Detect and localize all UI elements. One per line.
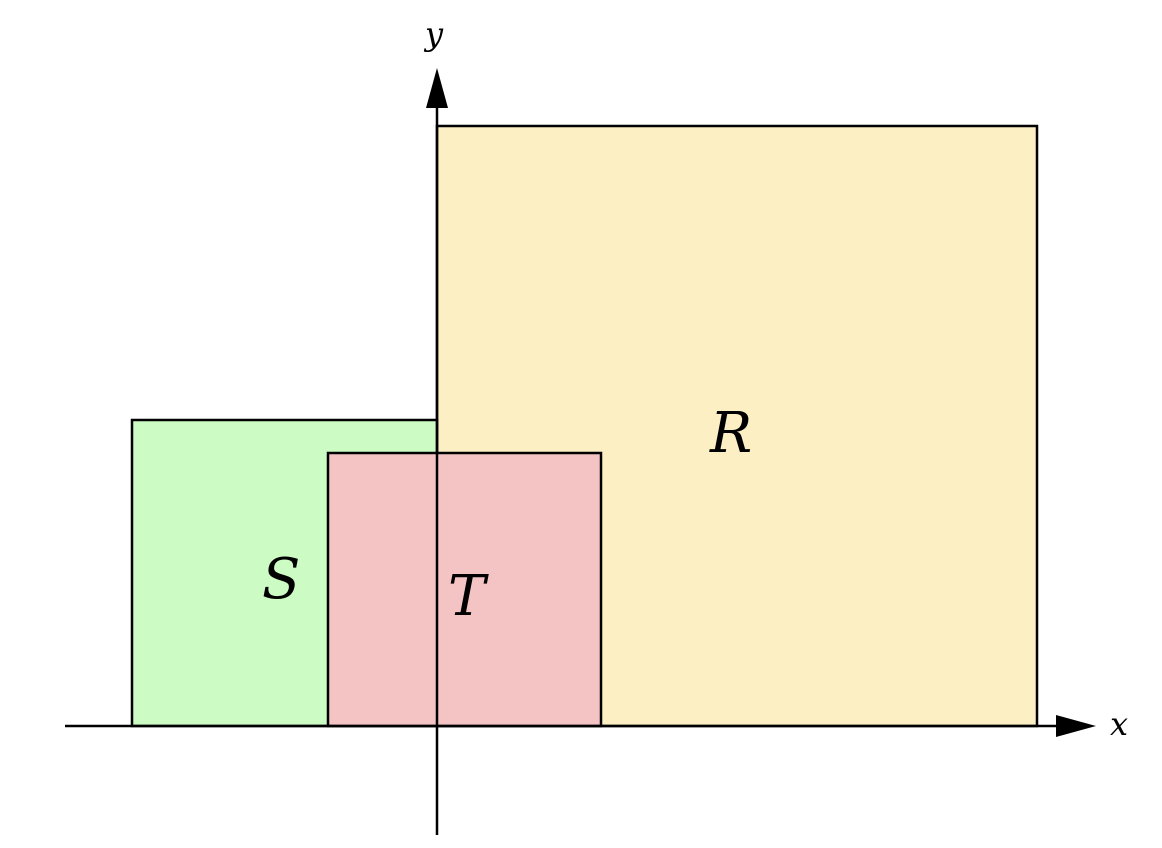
y-axis-label: y bbox=[423, 15, 444, 53]
region-t-label: T bbox=[448, 564, 489, 629]
x-axis-arrow-icon bbox=[1056, 715, 1096, 737]
region-r-label: R bbox=[709, 401, 752, 466]
x-axis-label: x bbox=[1110, 705, 1128, 743]
region-t bbox=[326, 451, 603, 728]
region-s-label: S bbox=[262, 547, 300, 612]
y-axis-arrow-icon bbox=[426, 68, 448, 108]
